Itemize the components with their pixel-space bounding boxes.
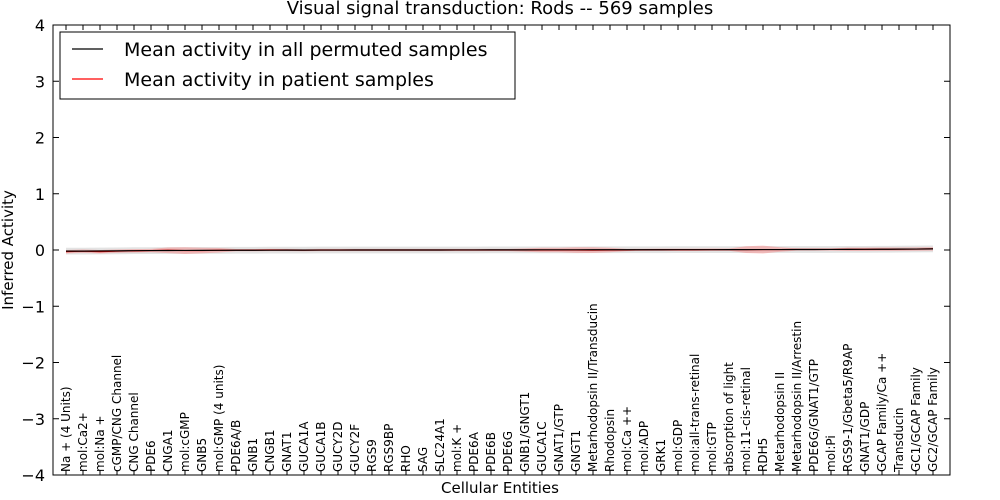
x-tick-label: RHO [399, 445, 413, 472]
y-tick-label: 1 [35, 185, 45, 204]
y-tick-label: 0 [35, 241, 45, 260]
x-tick-label: CNG Channel [127, 392, 141, 472]
x-tick-label: mol:Pi [824, 435, 838, 472]
x-tick-label: Metarhodopsin II/Arrestin [790, 321, 804, 472]
y-tick-label: 4 [35, 16, 45, 35]
x-tick-label: PDE6A/B [229, 420, 243, 472]
x-tick-label: PDE6B [484, 432, 498, 472]
y-tick-label: −4 [21, 466, 45, 485]
x-tick-label: SAG [416, 447, 430, 472]
x-axis-title: Cellular Entities [441, 479, 559, 497]
x-tick-label: mol:all-trans-retinal [688, 354, 702, 472]
y-tick-label: 2 [35, 129, 45, 148]
y-axis-title: Inferred Activity [0, 190, 17, 310]
x-tick-label: SLC24A1 [433, 418, 447, 472]
legend: Mean activity in all permuted samples Me… [59, 31, 516, 100]
x-tick-label: CNGB1 [263, 429, 277, 472]
y-axis: 4 3 2 1 0 −1 −2 −3 −4 [21, 16, 950, 485]
x-tick-label: mol:GTP [705, 422, 719, 472]
x-tick-label: GNB1 [246, 438, 260, 472]
x-tick-label: GUCA1A [297, 421, 311, 472]
x-tick-label: CNGA1 [161, 430, 175, 473]
x-tick-label: mol:Ca ++ [620, 406, 634, 472]
x-tick-label: mol:K + [450, 424, 464, 472]
y-tick-label: −2 [21, 354, 45, 373]
chart-title: Visual signal transduction: Rods -- 569 … [287, 0, 714, 19]
x-tick-label: RGS9BP [382, 424, 396, 472]
x-tick-label: Transducin [892, 408, 906, 473]
series-line-0 [66, 248, 934, 252]
x-tick-label: GNGT1 [569, 430, 583, 472]
x-tick-label: PDE6G [501, 431, 515, 472]
x-tick-label: GNAT1 [280, 431, 294, 472]
y-tick-label: −1 [21, 297, 45, 316]
x-tick-label: mol:Ca2+ [76, 412, 90, 472]
x-tick-label: mol:11-cis-retinal [739, 367, 753, 472]
x-tick-label: Rhodopsin [603, 409, 617, 472]
x-tick-label: Metarhodopsin II/Transducin [586, 303, 600, 472]
x-tick-label: mol:Na + [93, 415, 107, 472]
x-tick-label: RGS9-1/Gbeta5/R9AP [841, 344, 855, 472]
x-tick-label: PDE6G/GNAT1/GTP [807, 359, 821, 472]
legend-label-permuted: Mean activity in all permuted samples [124, 39, 487, 61]
x-tick-label: RDH5 [756, 438, 770, 472]
x-tick-label: mol:cGMP [178, 412, 192, 472]
x-tick-label: cGMP/CNG Channel [110, 355, 124, 472]
x-tick-label: Na + (4 Units) [59, 386, 73, 472]
x-tick-label: mol:GMP (4 units) [212, 365, 226, 472]
x-tick-label: absorption of light [722, 362, 736, 472]
x-tick-label: mol:GDP [671, 420, 685, 472]
series-lines [65, 248, 934, 253]
x-tick-label: GNB5 [195, 438, 209, 472]
x-tick-label: GNAT1/GTP [552, 404, 566, 472]
x-axis: Na + (4 Units)mol:Ca2+mol:Na +cGMP/CNG C… [59, 25, 940, 475]
x-tick-label: GNB1/GNGT1 [518, 392, 532, 472]
x-tick-label: GC1/GCAP Family [909, 367, 923, 472]
x-tick-label: GUCA1C [535, 421, 549, 472]
x-tick-label: GUCA1B [314, 421, 328, 472]
legend-box [59, 31, 516, 100]
y-tick-label: −3 [21, 410, 45, 429]
x-tick-label: PDE6 [144, 440, 158, 472]
x-tick-label: GCAP Family/Ca ++ [875, 353, 889, 472]
x-tick-label: GRK1 [654, 439, 668, 472]
x-tick-label: GC2/GCAP Family [926, 367, 940, 472]
x-tick-label: PDE6A [467, 431, 481, 472]
x-tick-label: RGS9 [365, 439, 379, 472]
x-tick-label: GUCY2F [348, 424, 362, 472]
x-tick-label: GNAT1/GDP [858, 402, 872, 472]
legend-label-patient: Mean activity in patient samples [124, 69, 434, 91]
x-tick-label: mol:ADP [637, 421, 651, 472]
y-tick-label: 3 [35, 72, 45, 91]
x-tick-label: Metarhodopsin II [773, 372, 787, 472]
x-tick-label: GUCY2D [331, 422, 345, 472]
